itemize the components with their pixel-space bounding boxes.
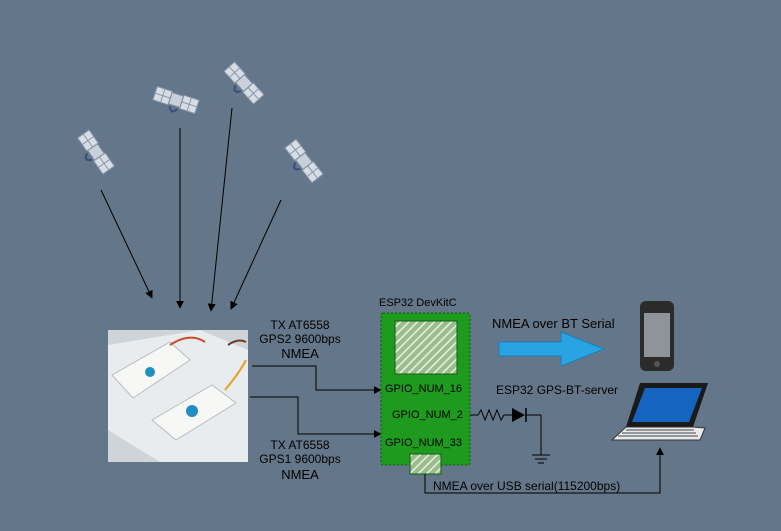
gps1-line3: NMEA <box>281 467 319 482</box>
pin-gpio33: GPIO_NUM_33 <box>385 437 463 449</box>
laptop-icon <box>610 383 708 441</box>
satellite-icon <box>219 60 265 109</box>
satellite-icon <box>150 85 201 120</box>
gps2-line2: GPS2 9600bps <box>259 332 341 346</box>
esp32-board <box>380 312 471 475</box>
smartphone-icon <box>640 301 674 371</box>
board-title: ESP32 DevKitC <box>379 297 457 309</box>
gps2-tx-wire <box>252 365 382 394</box>
usb-wire <box>424 447 664 494</box>
satellite-icon <box>279 138 325 187</box>
signal-arrow <box>207 107 233 312</box>
signal-arrow <box>100 189 153 299</box>
ground-icon <box>532 415 550 464</box>
bt-arrow <box>498 331 606 367</box>
bt-serial-label: NMEA over BT Serial <box>492 316 615 331</box>
gps1-tx-wire <box>250 396 382 438</box>
usb-serial-label: NMEA over USB serial(115200bps) <box>433 479 621 493</box>
gps2-line3: NMEA <box>281 346 319 361</box>
pin-gpio2: GPIO_NUM_2 <box>392 409 463 421</box>
resistor-icon <box>470 408 512 422</box>
pin-gpio16: GPIO_NUM_16 <box>385 383 463 395</box>
gps1-line2: GPS1 9600bps <box>259 452 341 466</box>
gps1-line1: TX AT6558 <box>270 438 330 452</box>
server-label: ESP32 GPS-BT-server <box>496 383 619 397</box>
satellite-icon <box>72 128 116 178</box>
gps2-line1: TX AT6558 <box>270 318 330 332</box>
led-icon <box>512 408 541 422</box>
signal-arrow <box>230 199 282 310</box>
gps-modules-photo <box>108 330 248 462</box>
